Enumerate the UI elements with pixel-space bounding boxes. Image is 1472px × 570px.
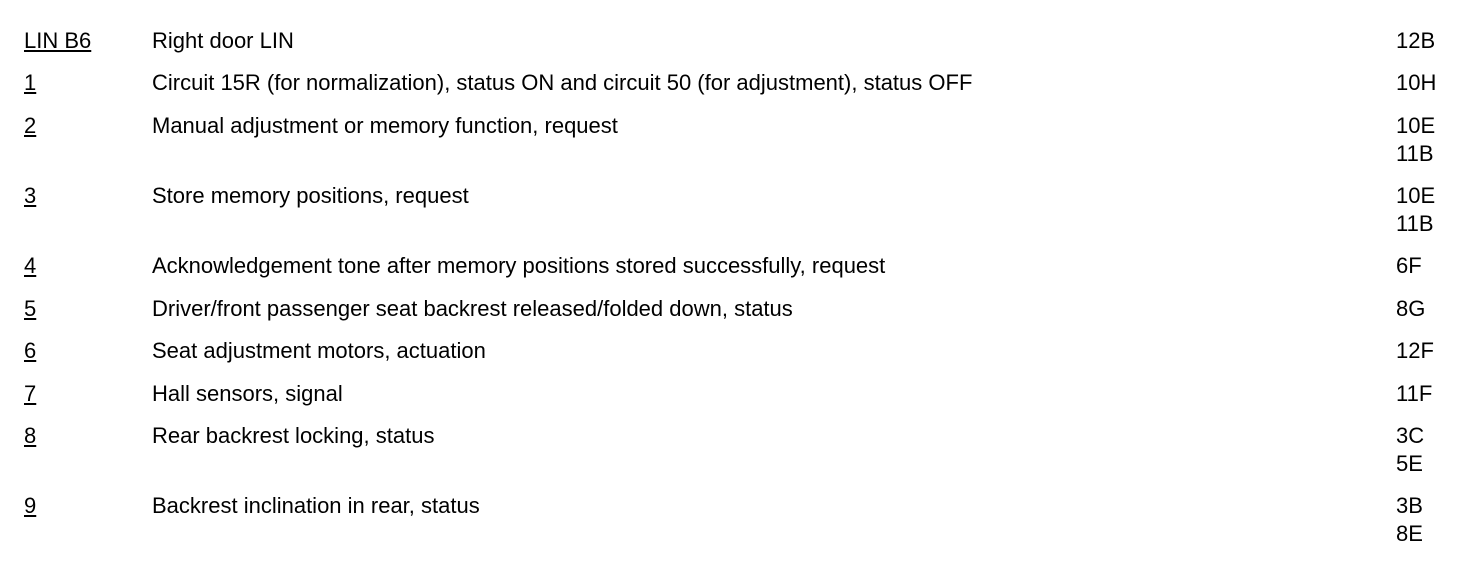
grid-reference: 3C (1396, 423, 1425, 448)
legend-description: Driver/front passenger seat backrest rel… (152, 296, 793, 321)
grid-references: 12B (1396, 27, 1466, 55)
grid-references: 6F (1396, 252, 1466, 280)
grid-reference: 10E (1396, 183, 1436, 208)
grid-reference: 11B (1396, 211, 1434, 236)
grid-references: 3B 8E (1396, 492, 1466, 548)
legend-code-link[interactable]: 7 (24, 381, 37, 406)
grid-references: 11F (1396, 380, 1466, 408)
grid-reference: 6F (1396, 253, 1422, 278)
grid-references: 10E 11B (1396, 112, 1466, 168)
grid-references: 8G (1396, 295, 1466, 323)
grid-reference: 3B (1396, 493, 1423, 518)
grid-references: 10E 11B (1396, 182, 1466, 238)
legend-description: Manual adjustment or memory function, re… (152, 113, 618, 138)
legend-description: Hall sensors, signal (152, 381, 343, 406)
grid-reference: 10H (1396, 70, 1437, 95)
grid-reference: 11F (1396, 381, 1433, 406)
legend-description: Store memory positions, request (152, 183, 469, 208)
legend-code-link[interactable]: 5 (24, 296, 37, 321)
grid-reference: 8G (1396, 296, 1426, 321)
legend-code-link[interactable]: 4 (24, 253, 37, 278)
grid-references: 3C 5E (1396, 422, 1466, 478)
legend-code-link[interactable]: LIN B6 (24, 28, 92, 53)
legend-description: Backrest inclination in rear, status (152, 493, 480, 518)
grid-reference: 5E (1396, 451, 1423, 476)
legend-description: Rear backrest locking, status (152, 423, 435, 448)
grid-reference: 8E (1396, 521, 1423, 546)
legend-code-link[interactable]: 8 (24, 423, 37, 448)
legend-description: Seat adjustment motors, actuation (152, 338, 486, 363)
legend-code-link[interactable]: 6 (24, 338, 37, 363)
grid-reference: 12B (1396, 28, 1436, 53)
grid-reference: 12F (1396, 338, 1434, 363)
legend-description: Circuit 15R (for normalization), status … (152, 70, 973, 95)
legend-code-link[interactable]: 9 (24, 493, 37, 518)
grid-reference: 10E (1396, 113, 1436, 138)
legend-code-link[interactable]: 3 (24, 183, 37, 208)
legend-code-link[interactable]: 1 (24, 70, 37, 95)
grid-references: 12F (1396, 337, 1466, 365)
legend-description: Acknowledgement tone after memory positi… (152, 253, 886, 278)
legend-description: Right door LIN (152, 28, 294, 53)
legend-code-link[interactable]: 2 (24, 113, 37, 138)
grid-reference: 11B (1396, 141, 1434, 166)
grid-references: 10H (1396, 69, 1466, 97)
